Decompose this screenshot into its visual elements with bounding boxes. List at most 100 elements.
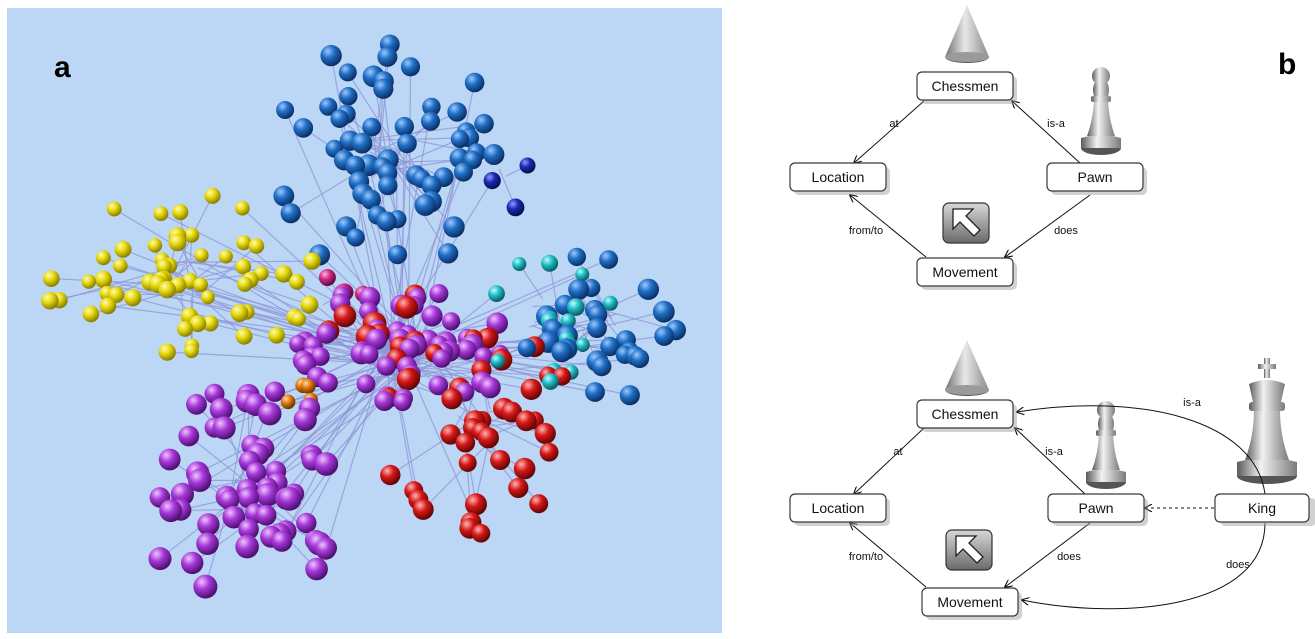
svg-text:Chessmen: Chessmen [932, 78, 999, 94]
network-node-blue [377, 47, 397, 67]
svg-text:Pawn: Pawn [1078, 500, 1113, 516]
network-node-yellow [158, 281, 176, 299]
network-node-blue [599, 250, 618, 269]
network-node-red [441, 388, 462, 409]
node-king: King [1215, 494, 1315, 526]
network-node-red [540, 443, 559, 462]
network-node-yellow [172, 204, 188, 220]
network-node-purple [196, 532, 219, 555]
network-node-blue [347, 228, 365, 246]
network-node-yellow [301, 296, 319, 314]
network-node-cyan [512, 257, 526, 271]
pawn-icon [1081, 67, 1121, 155]
diagram-bottom: at is-a from/to does is-a does Chessmen … [790, 340, 1315, 620]
network-node-yellow [96, 250, 111, 265]
network-node-yellow [204, 188, 220, 204]
network-node-purple [357, 375, 376, 394]
network-node-cyan [488, 285, 505, 302]
network-node-blue [483, 144, 504, 165]
node-pawn: Pawn [1047, 163, 1147, 195]
network-node-yellow [107, 202, 122, 217]
edge-at [854, 428, 924, 494]
network-node-cyan [567, 298, 585, 316]
edge-label-king-is-a: is-a [1183, 397, 1202, 409]
network-node-yellow [43, 270, 60, 287]
network-node-yellow [231, 304, 249, 322]
edge-label-at: at [893, 446, 902, 458]
network-node-yellow [41, 292, 59, 310]
network-node-purple [315, 539, 336, 560]
network-node-blue [438, 243, 458, 263]
network-node-cyan [542, 373, 559, 390]
network-node-blue [378, 176, 397, 195]
network-node-blue [568, 248, 586, 266]
panel-label-a: a [54, 51, 71, 85]
network-node-blue [654, 326, 674, 346]
network-node-red [456, 433, 476, 453]
network-node-red [516, 410, 537, 431]
network-node-purple [197, 513, 219, 535]
network-node-blue [630, 349, 649, 368]
network-node-blue [587, 318, 607, 338]
network-node-blue [388, 245, 407, 264]
network-node-blue [421, 112, 440, 131]
network-node-purple [442, 312, 460, 330]
cone-icon [945, 5, 989, 63]
network-node-red [413, 499, 434, 520]
network-panel: a [7, 8, 722, 633]
network-node-blue [568, 279, 589, 300]
svg-text:Pawn: Pawn [1077, 169, 1112, 185]
network-node-cyan [576, 338, 590, 352]
node-movement: Movement [917, 258, 1017, 290]
network-node-orange [281, 395, 296, 410]
node-movement: Movement [922, 588, 1022, 620]
network-node-blue [653, 301, 675, 323]
edge-label-is-a: is-a [1047, 118, 1066, 130]
network-node-purple [258, 402, 281, 425]
network-node-purple [294, 408, 317, 431]
svg-text:Location: Location [812, 500, 865, 516]
network-node-purple [314, 452, 338, 476]
network-node-yellow [82, 274, 96, 288]
network-node-yellow [83, 306, 100, 323]
network-node-blue [518, 339, 536, 357]
edge-label-from-to: from/to [849, 551, 883, 563]
network-node-blue [373, 79, 393, 99]
network-node-red [508, 478, 528, 498]
network-node-blue [474, 114, 494, 134]
node-location: Location [790, 494, 890, 526]
cursor-arrow-icon [946, 530, 992, 570]
network-node-blue [352, 133, 373, 154]
node-location: Location [790, 163, 890, 195]
cursor-arrow-icon [943, 203, 989, 243]
pawn-icon [1086, 401, 1126, 489]
network-node-blue [339, 87, 357, 105]
concept-diagrams: at is-a from/to does Chessmen Location P… [760, 0, 1315, 634]
network-node-yellow [303, 252, 320, 269]
network-node-red [334, 305, 357, 328]
network-node-purple [374, 391, 394, 411]
diagram-top: at is-a from/to does Chessmen Location P… [790, 5, 1147, 290]
network-node-yellow [268, 327, 285, 344]
network-node-cyan [541, 255, 558, 272]
network-node-purple [149, 547, 172, 570]
network-node-yellow [235, 201, 250, 216]
network-node-yellow [237, 277, 252, 292]
edge-is-a [1012, 101, 1080, 163]
network-node-blue [592, 357, 612, 377]
svg-text:Movement: Movement [937, 594, 1002, 610]
svg-text:King: King [1248, 500, 1276, 516]
edge-at [854, 101, 924, 163]
network-node-yellow [169, 234, 187, 252]
network-graph [7, 8, 722, 633]
network-node-red [490, 450, 510, 470]
edge-is-a [1015, 428, 1085, 494]
network-node-purple [186, 394, 207, 415]
network-node-blue [377, 211, 397, 231]
network-node-red [521, 379, 542, 400]
network-node-blue [454, 162, 473, 181]
network-node-blue [320, 45, 341, 66]
network-node-purple [377, 356, 396, 375]
svg-text:Location: Location [812, 169, 865, 185]
network-node-purple [159, 449, 181, 471]
